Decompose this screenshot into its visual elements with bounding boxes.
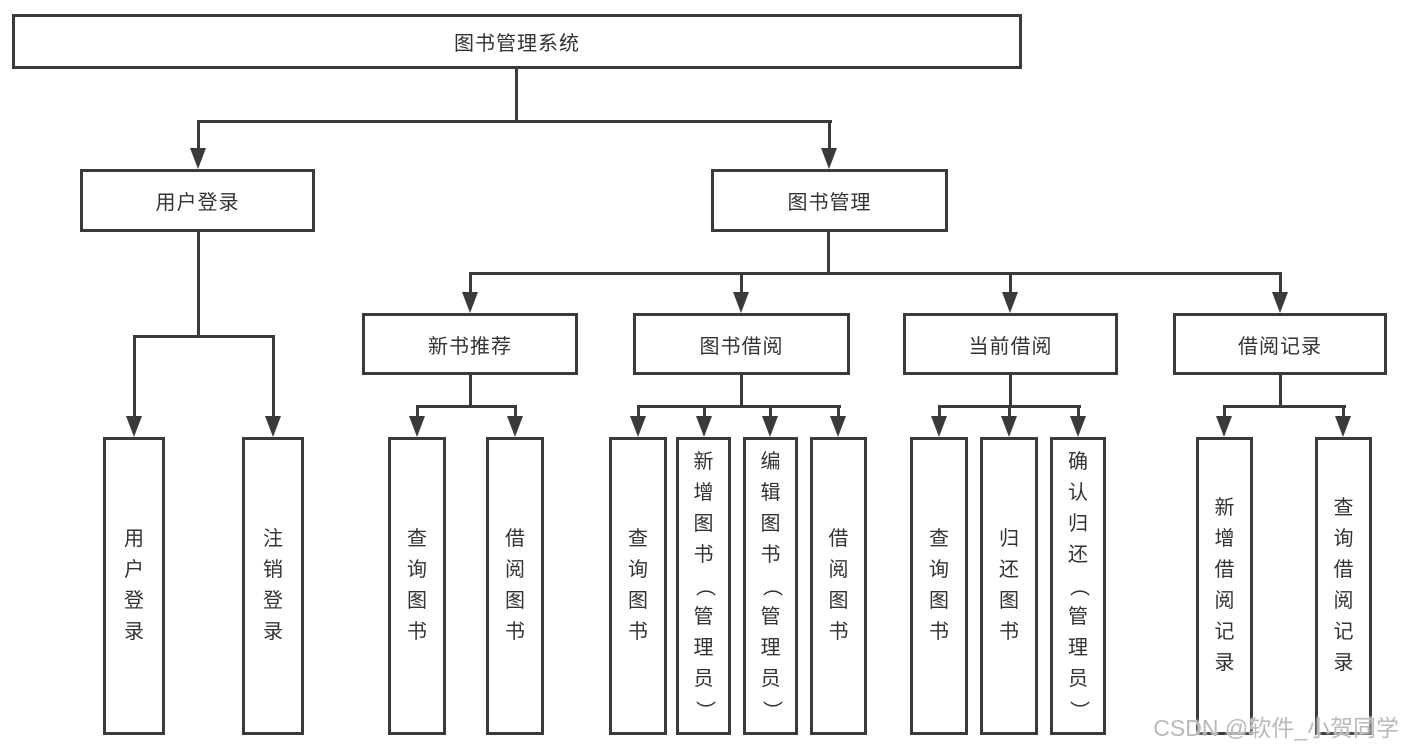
connector-drop-login (133, 335, 136, 418)
arrow-down-icon (1070, 416, 1086, 437)
connector-borrowing-stem (740, 375, 743, 408)
arrow-down-icon (1002, 292, 1018, 313)
connector-stub (416, 405, 419, 418)
node-current-borrowing: 当前借阅 (903, 313, 1118, 375)
connector-stub (1223, 405, 1226, 418)
arrow-down-icon (696, 416, 712, 437)
node-leaf-logout: 注销登录 (242, 437, 304, 735)
connector-newbook-stem (469, 375, 472, 408)
arrow-down-icon (409, 416, 425, 437)
node-leaf-borrow-books-borrowing: 借阅图书 (810, 437, 867, 735)
node-leaf-user-login: 用户登录 (103, 437, 165, 735)
connector-drop-user-login (197, 120, 200, 152)
connector-stub (1008, 405, 1011, 418)
node-leaf-edit-books-admin: 编辑图书（管理员） (743, 437, 798, 735)
connector-stub (703, 405, 706, 418)
node-borrowing-records: 借阅记录 (1173, 313, 1387, 375)
node-leaf-add-books-admin: 新增图书（管理员） (676, 437, 731, 735)
connector-drop-logout (272, 335, 275, 418)
connector-newbook-hbar (416, 405, 517, 408)
csdn-watermark: CSDN @软件_小贺同学 (1153, 715, 1399, 741)
arrow-down-icon (126, 416, 142, 437)
connector-current-stem (1009, 375, 1012, 408)
connector-drop-records (1279, 272, 1282, 293)
connector-borrowing-hbar (637, 405, 841, 408)
arrow-down-icon (462, 292, 478, 313)
arrow-down-icon (821, 148, 837, 169)
connector-stub (1077, 405, 1080, 418)
arrow-down-icon (1001, 416, 1017, 437)
connector-stub (637, 405, 640, 418)
node-leaf-borrow-books-newrec: 借阅图书 (486, 437, 544, 735)
arrow-down-icon (1272, 292, 1288, 313)
node-book-management-branch: 图书管理 (711, 169, 948, 232)
node-leaf-query-books-newrec: 查询图书 (388, 437, 446, 735)
node-leaf-add-borrow-record: 新增借阅记录 (1196, 437, 1253, 735)
node-leaf-query-borrow-record: 查询借阅记录 (1315, 437, 1372, 735)
connector-root-hbar (197, 120, 832, 123)
node-new-book-recommend: 新书推荐 (362, 313, 578, 375)
arrow-down-icon (762, 416, 778, 437)
node-user-login-branch: 用户登录 (80, 169, 315, 232)
arrow-down-icon (733, 292, 749, 313)
connector-stub (514, 405, 517, 418)
node-leaf-query-books-borrowing: 查询图书 (609, 437, 667, 735)
node-root-library-management-system: 图书管理系统 (12, 14, 1022, 69)
connector-stub (1342, 405, 1345, 418)
arrow-down-icon (830, 416, 846, 437)
node-book-borrowing: 图书借阅 (633, 313, 850, 375)
arrow-down-icon (507, 416, 523, 437)
arrow-down-icon (265, 416, 281, 437)
connector-userlogin-stem (197, 232, 200, 338)
connector-userlogin-hbar (133, 335, 275, 338)
connector-bookmgmt-hbar (469, 272, 1282, 275)
connector-drop-newbook (469, 272, 472, 293)
connector-root-stem (515, 69, 518, 123)
arrow-down-icon (931, 416, 947, 437)
connector-stub (837, 405, 840, 418)
arrow-down-icon (1216, 416, 1232, 437)
connector-stub (769, 405, 772, 418)
connector-bookmgmt-stem (827, 232, 830, 275)
connector-records-stem (1279, 375, 1282, 408)
connector-drop-borrowing (740, 272, 743, 293)
arrow-down-icon (190, 148, 206, 169)
node-leaf-return-books: 归还图书 (980, 437, 1038, 735)
arrow-down-icon (630, 416, 646, 437)
connector-drop-current (1009, 272, 1012, 293)
connector-records-hbar (1223, 405, 1346, 408)
connector-stub (938, 405, 941, 418)
connector-drop-book-mgmt (828, 120, 831, 152)
node-leaf-query-books-current: 查询图书 (910, 437, 968, 735)
node-leaf-confirm-return-admin: 确认归还（管理员） (1050, 437, 1106, 735)
arrow-down-icon (1335, 416, 1351, 437)
